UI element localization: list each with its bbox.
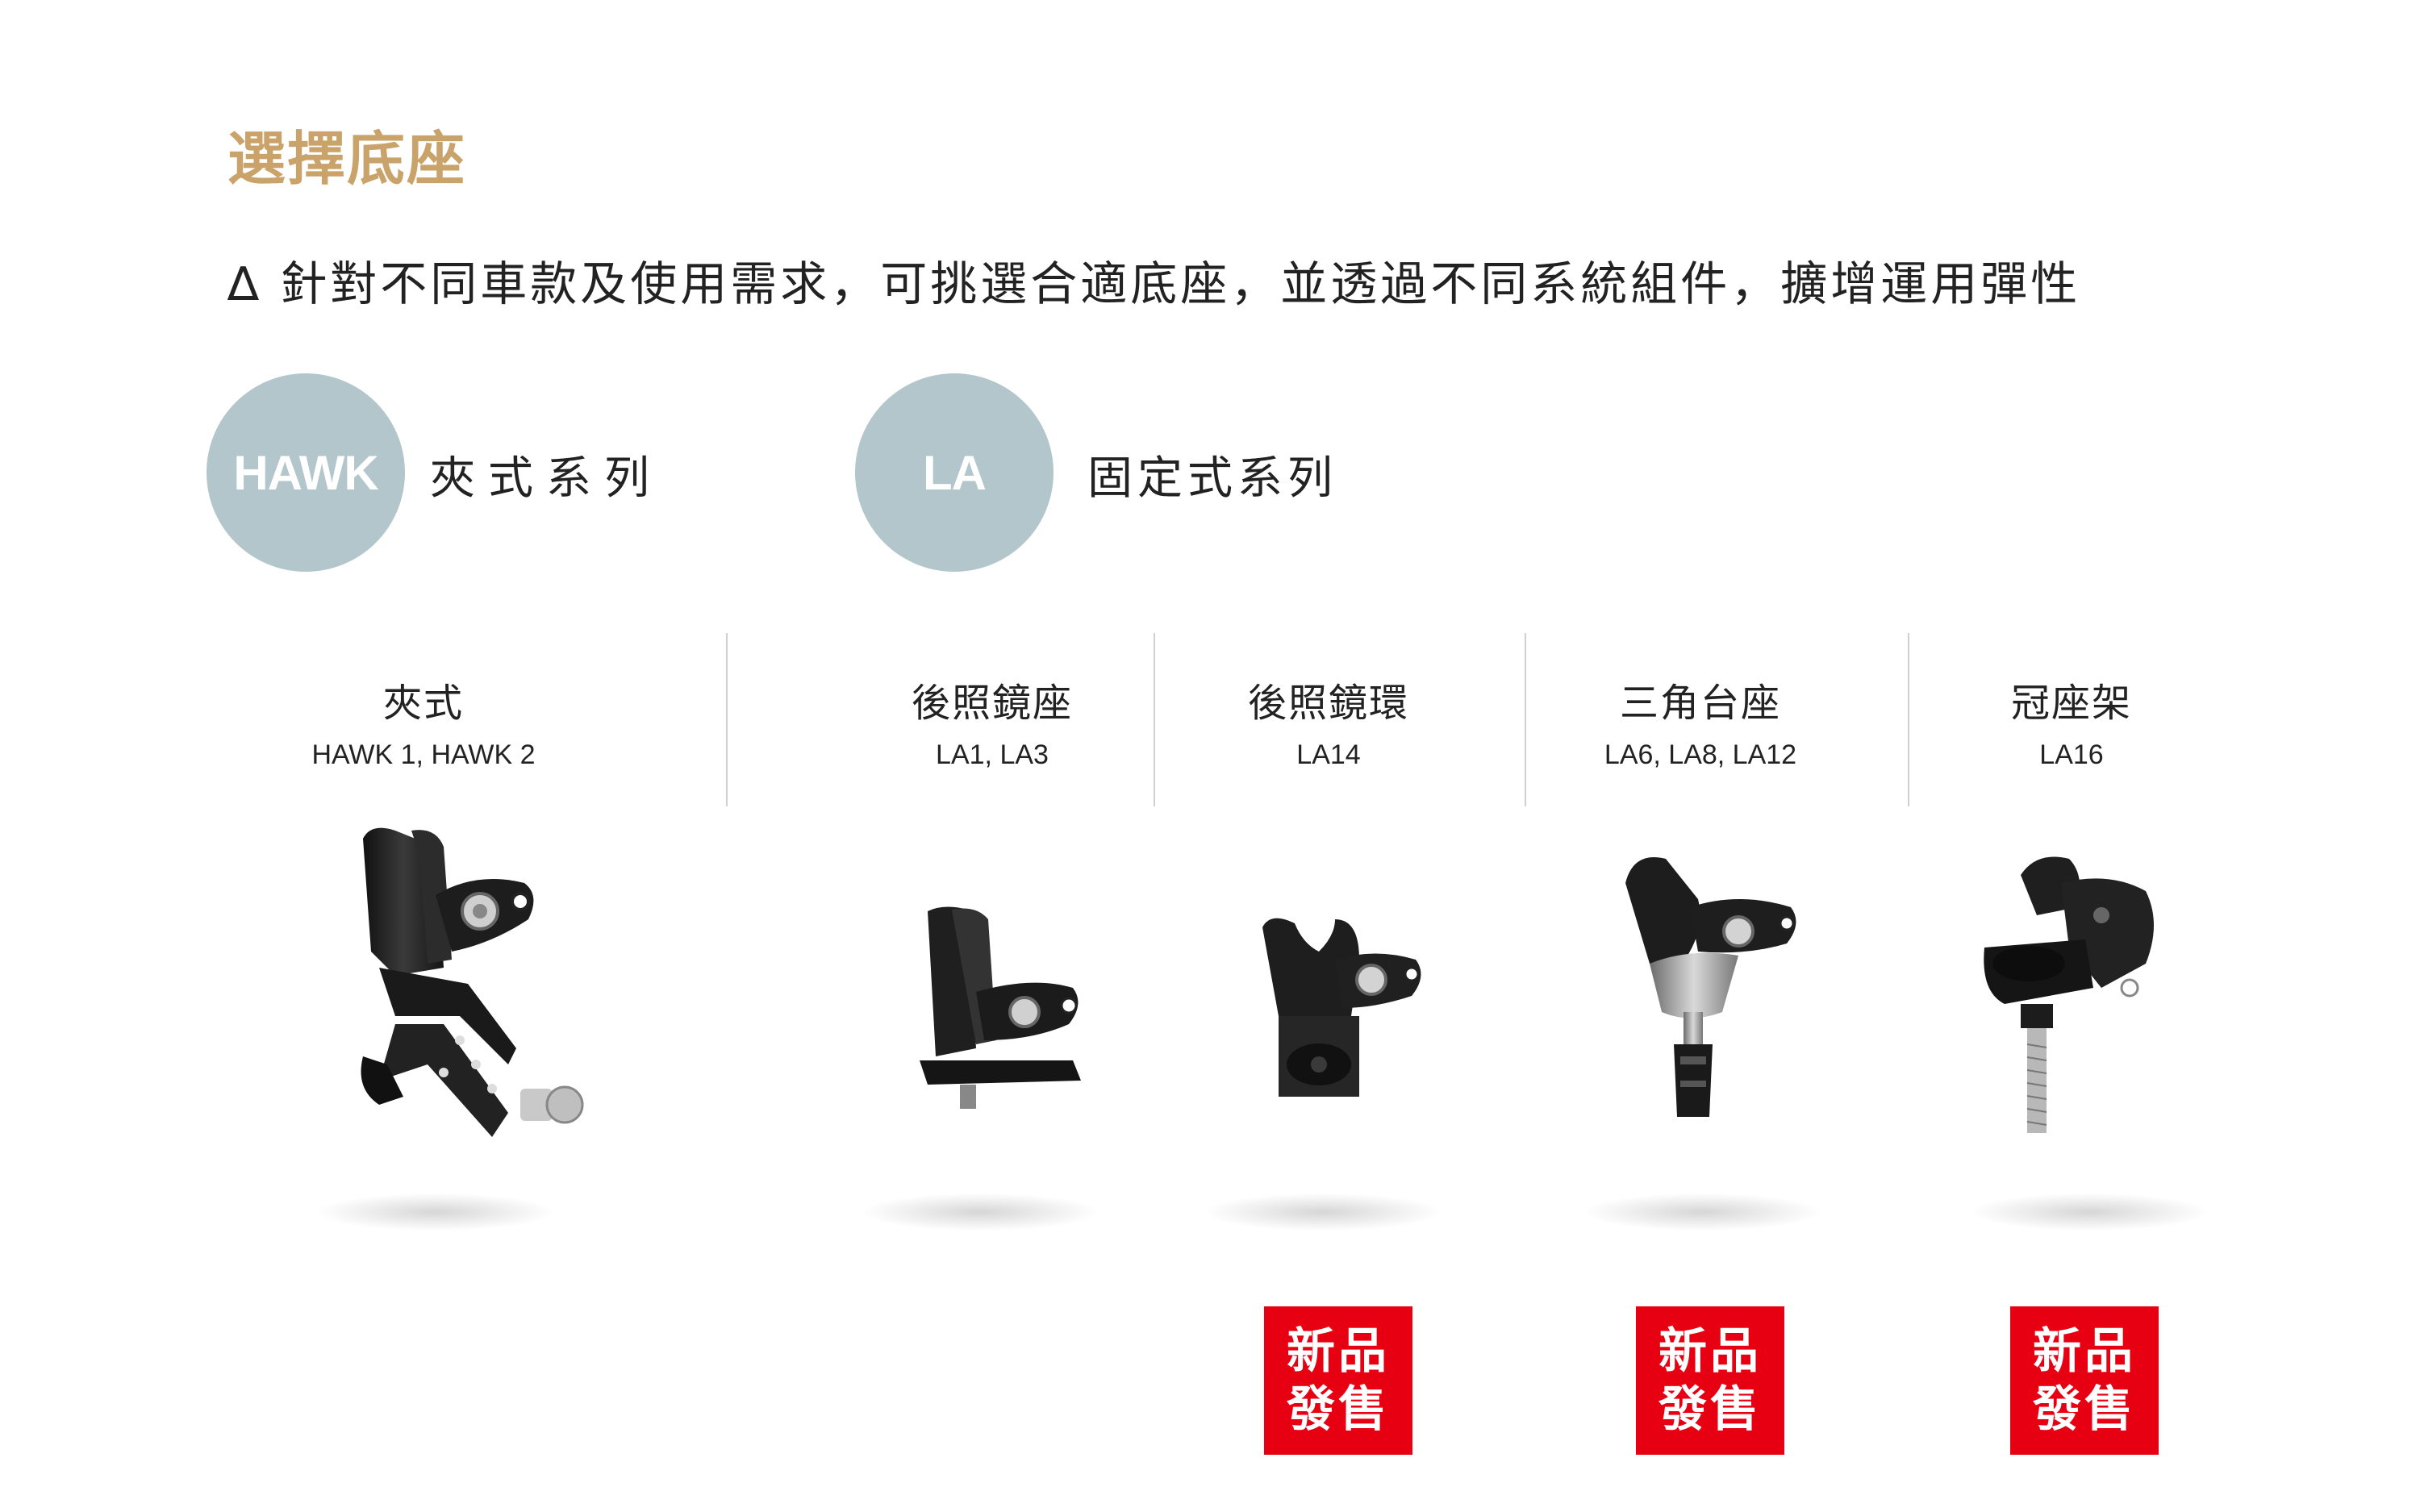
- badge-line: 新品: [1659, 1323, 1762, 1380]
- product-models-crown-mount: LA16: [2039, 739, 2104, 770]
- product-shadow: [863, 1193, 1097, 1231]
- series-la-label: 固定式系列: [1087, 452, 1337, 505]
- product-models-clamp: HAWK 1, HAWK 2: [311, 739, 536, 770]
- badge-line: 發售: [1287, 1381, 1390, 1438]
- series-la-badge: LA: [855, 373, 1054, 572]
- product-models-mirror-mount: LA1, LA3: [936, 739, 1049, 770]
- product-shadow: [1585, 1193, 1819, 1231]
- product-name-triple-clamp: 三角台座: [1619, 681, 1782, 726]
- product-name-mirror-mount: 後照鏡座: [911, 681, 1074, 726]
- new-release-badge: 新品 發售: [1636, 1306, 1784, 1455]
- product-name-clamp: 夾式: [382, 681, 465, 726]
- product-shadow: [1972, 1193, 2206, 1231]
- series-hawk-badge: HAWK: [207, 373, 405, 572]
- product-models-triple-clamp: LA6, LA8, LA12: [1604, 739, 1797, 770]
- hawk-clamp-image: [347, 823, 605, 1161]
- badge-line: 新品: [2033, 1323, 2136, 1380]
- badge-line: 發售: [2033, 1381, 2136, 1438]
- section-description: ∆ 針對不同車款及使用需求，可挑選合適底座，並透過不同系統組件，擴增運用彈性: [227, 256, 2081, 311]
- product-shadow: [1206, 1193, 1440, 1231]
- product-models-mirror-ring: LA14: [1296, 739, 1361, 770]
- product-name-mirror-ring: 後照鏡環: [1247, 681, 1410, 726]
- product-name-crown-mount: 冠座架: [2010, 681, 2133, 726]
- badge-line: 發售: [1659, 1381, 1762, 1438]
- badge-line: 新品: [1287, 1323, 1390, 1380]
- triple-clamp-image: [1617, 851, 1811, 1149]
- crown-mount-image: [1972, 851, 2174, 1157]
- series-hawk-label: 夾式系列: [430, 452, 662, 505]
- column-divider: [1154, 633, 1155, 806]
- mirror-mount-image: [912, 903, 1097, 1137]
- column-divider: [1908, 633, 1909, 806]
- product-shadow: [319, 1193, 553, 1231]
- column-divider: [726, 633, 728, 806]
- new-release-badge: 新品 發售: [2010, 1306, 2159, 1455]
- column-divider: [1525, 633, 1526, 806]
- section-title: 選擇底座: [227, 125, 467, 193]
- mirror-ring-image: [1246, 911, 1432, 1129]
- new-release-badge: 新品 發售: [1264, 1306, 1412, 1455]
